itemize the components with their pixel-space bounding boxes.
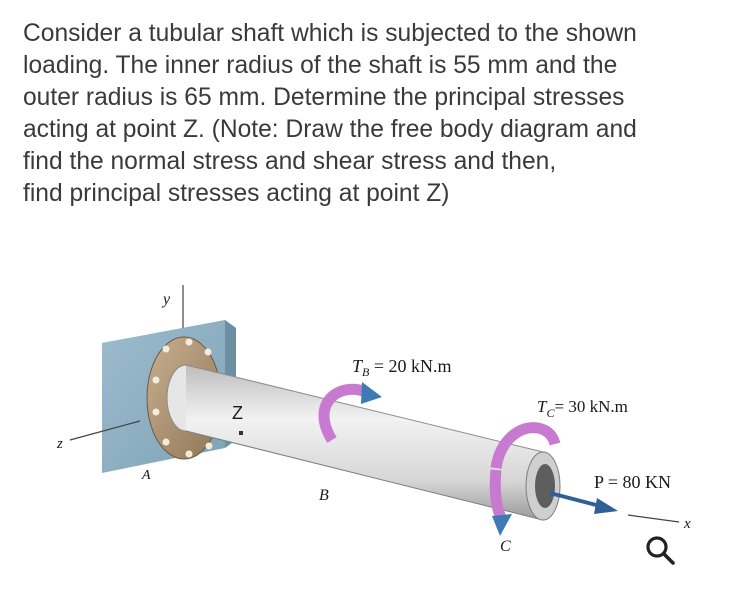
torque-b-label: TB = 20 kN.m: [352, 356, 452, 379]
problem-line: find principal stresses acting at point …: [23, 180, 450, 207]
x-axis-line: [627, 514, 680, 523]
problem-line: find the normal stress and shear stress …: [23, 148, 557, 175]
torque-c-label: TC= 30 kN.m: [537, 397, 628, 420]
problem-line: acting at point Z. (Note: Draw the free …: [23, 116, 637, 143]
tubular-shaft: [185, 364, 561, 521]
problem-line: outer radius is 65 mm. Determine the pri…: [23, 84, 625, 111]
x-axis-label: x: [683, 516, 691, 532]
z-axis-line: [69, 420, 141, 441]
point-z-marker: [239, 431, 243, 435]
magnifier-icon[interactable]: [640, 528, 684, 572]
torque-arrow-b: [318, 382, 382, 443]
point-z-label: Z: [232, 403, 243, 423]
torque-b-symbol: T: [352, 356, 364, 376]
y-axis-label: y: [161, 291, 171, 308]
problem-line: Consider a tubular shaft which is subjec…: [23, 20, 637, 47]
z-axis-label: z: [56, 436, 63, 452]
torque-b-value: = 20 kN.m: [369, 356, 451, 376]
point-c-label: C: [500, 538, 511, 555]
problem-line: loading. The inner radius of the shaft i…: [23, 52, 618, 79]
load-p-label: P = 80 KN: [594, 472, 671, 492]
problem-statement: Consider a tubular shaft which is subjec…: [23, 18, 723, 210]
point-b-label: B: [319, 487, 329, 504]
torque-arrow-c: [489, 422, 561, 536]
torque-c-symbol: T: [537, 397, 548, 416]
torque-b-subscript: B: [362, 365, 370, 379]
torque-c-subscript: C: [546, 406, 555, 420]
torque-c-value: = 30 kN.m: [554, 397, 627, 416]
point-a-label: A: [141, 468, 151, 483]
axial-load-arrow: [549, 491, 618, 514]
